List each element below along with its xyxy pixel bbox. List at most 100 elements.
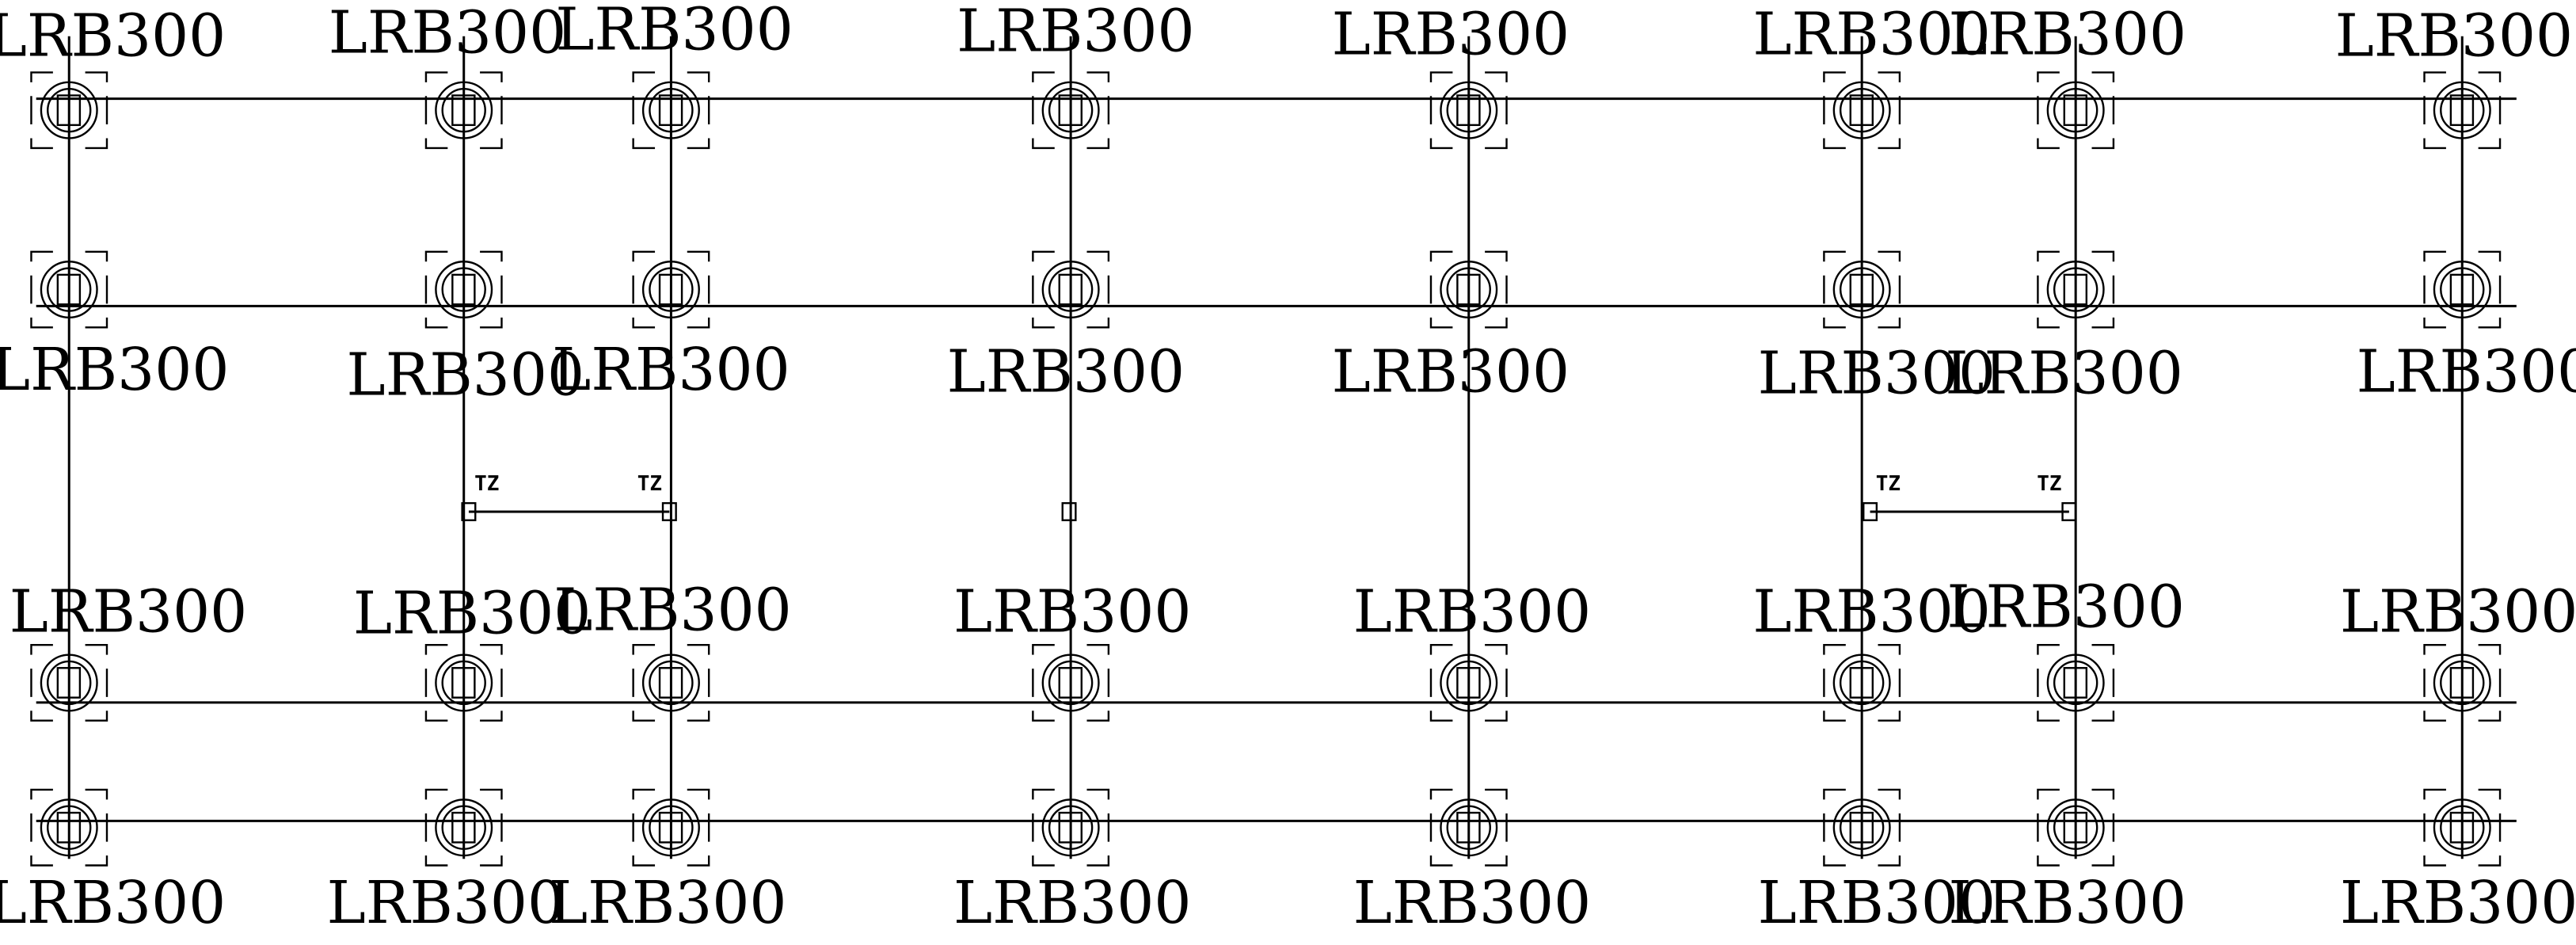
bearing-symbol xyxy=(1032,71,1110,150)
bearing-pad xyxy=(2037,643,2115,722)
bearings xyxy=(30,71,2502,867)
column-section xyxy=(56,667,82,699)
bearing-label: LRB300 xyxy=(549,869,786,937)
bearing-pad xyxy=(1823,250,1901,329)
bearing-symbol xyxy=(424,71,503,150)
bearing-inner-circle xyxy=(2440,805,2485,850)
column-section xyxy=(1058,667,1083,699)
column-section xyxy=(1456,273,1481,306)
bearing-symbol xyxy=(30,250,108,329)
column-section xyxy=(658,273,683,306)
bearing-outer-circle xyxy=(1440,261,1498,319)
bearing-pad xyxy=(2037,788,2115,867)
bearing-outer-circle xyxy=(1041,81,1100,139)
bearing-symbol xyxy=(1823,71,1901,150)
column-section xyxy=(658,811,683,844)
bearing-inner-circle xyxy=(1446,87,1491,133)
bearing-outer-circle xyxy=(1832,798,1891,857)
bearing-label: LRB300 xyxy=(10,578,247,646)
bearing-pad xyxy=(1032,71,1110,150)
column-section xyxy=(2449,94,2475,127)
column-section xyxy=(1058,811,1083,844)
bearing-label: LRB300 xyxy=(2340,869,2576,937)
bearing-label: LRB300 xyxy=(347,341,584,409)
bearing-outer-circle xyxy=(1832,653,1891,712)
column-section xyxy=(2449,667,2475,699)
bearing-label: LRB300 xyxy=(2357,337,2576,406)
bearing-inner-circle xyxy=(1839,660,1885,706)
bearing-outer-circle xyxy=(641,653,700,712)
bearing-symbol xyxy=(2423,788,2502,867)
bearing-label: LRB300 xyxy=(1332,337,1570,406)
bearing-pad xyxy=(30,250,108,329)
bearing-symbol xyxy=(1032,250,1110,329)
bearing-inner-circle xyxy=(649,660,694,706)
bearing-pad xyxy=(2037,71,2115,150)
bearing-pad xyxy=(1823,788,1901,867)
bearing-pad xyxy=(424,250,503,329)
bearing-pad xyxy=(1823,643,1901,722)
bearing-label: LRB300 xyxy=(1946,573,2184,641)
bearing-pad xyxy=(2423,788,2502,867)
bearing-symbol xyxy=(2037,71,2115,150)
bearing-outer-circle xyxy=(2046,798,2105,857)
column-section xyxy=(2449,811,2475,844)
bearing-inner-circle xyxy=(1048,660,1094,706)
bearing-outer-circle xyxy=(2433,81,2491,139)
bearing-inner-circle xyxy=(2053,87,2098,133)
bearing-outer-circle xyxy=(2046,653,2105,712)
bearing-outer-circle xyxy=(435,798,493,857)
bearing-pad xyxy=(632,71,710,150)
bearing-inner-circle xyxy=(441,87,486,133)
tie-column-label: TZ xyxy=(474,472,499,496)
bearing-symbol xyxy=(424,788,503,867)
column-section xyxy=(56,273,82,306)
bearing-symbol xyxy=(632,71,710,150)
bearing-inner-circle xyxy=(1048,805,1094,850)
bearing-inner-circle xyxy=(1839,805,1885,850)
bearing-label: LRB300 xyxy=(953,869,1191,937)
bearing-outer-circle xyxy=(2046,261,2105,319)
bearing-symbol xyxy=(632,643,710,722)
column-section xyxy=(1058,94,1083,127)
bearing-label: LRB300 xyxy=(953,578,1191,646)
column-section xyxy=(1849,811,1874,844)
bearing-label: LRB300 xyxy=(353,580,591,648)
bearing-outer-circle xyxy=(1440,653,1498,712)
column-section xyxy=(2063,811,2088,844)
bearing-symbol xyxy=(424,250,503,329)
bearing-symbol xyxy=(1032,643,1110,722)
bearing-symbol xyxy=(632,788,710,867)
bearing-label: LRB300 xyxy=(1949,869,2186,937)
bearing-outer-circle xyxy=(40,81,98,139)
bearing-label: LRB300 xyxy=(1945,339,2182,407)
bearing-pad xyxy=(1032,643,1110,722)
column-section xyxy=(2063,273,2088,306)
bearing-symbol xyxy=(2037,788,2115,867)
column-section xyxy=(56,811,82,844)
bearing-symbol xyxy=(1429,71,1508,150)
bearing-pad xyxy=(1032,788,1110,867)
bearing-inner-circle xyxy=(1048,87,1094,133)
bearing-inner-circle xyxy=(2440,267,2485,312)
bearing-label: LRB300 xyxy=(0,336,229,404)
bearing-label: LRB300 xyxy=(329,0,566,67)
bearing-symbol xyxy=(2037,643,2115,722)
bearing-inner-circle xyxy=(47,87,92,133)
bearing-label: LRB300 xyxy=(1752,1,1990,69)
bearing-label: LRB300 xyxy=(947,337,1185,406)
bearing-pad xyxy=(2423,71,2502,150)
bearing-outer-circle xyxy=(1041,261,1100,319)
column-section xyxy=(1058,273,1083,306)
bearing-symbol xyxy=(1429,788,1508,867)
tie-column-label: TZ xyxy=(2037,472,2061,496)
bearing-outer-circle xyxy=(641,81,700,139)
bearing-pad xyxy=(2037,250,2115,329)
bearing-outer-circle xyxy=(641,798,700,857)
bearing-symbol xyxy=(2423,71,2502,150)
bearing-pad xyxy=(1429,250,1508,329)
bearing-pad xyxy=(1032,250,1110,329)
tie-column-box xyxy=(661,501,677,521)
